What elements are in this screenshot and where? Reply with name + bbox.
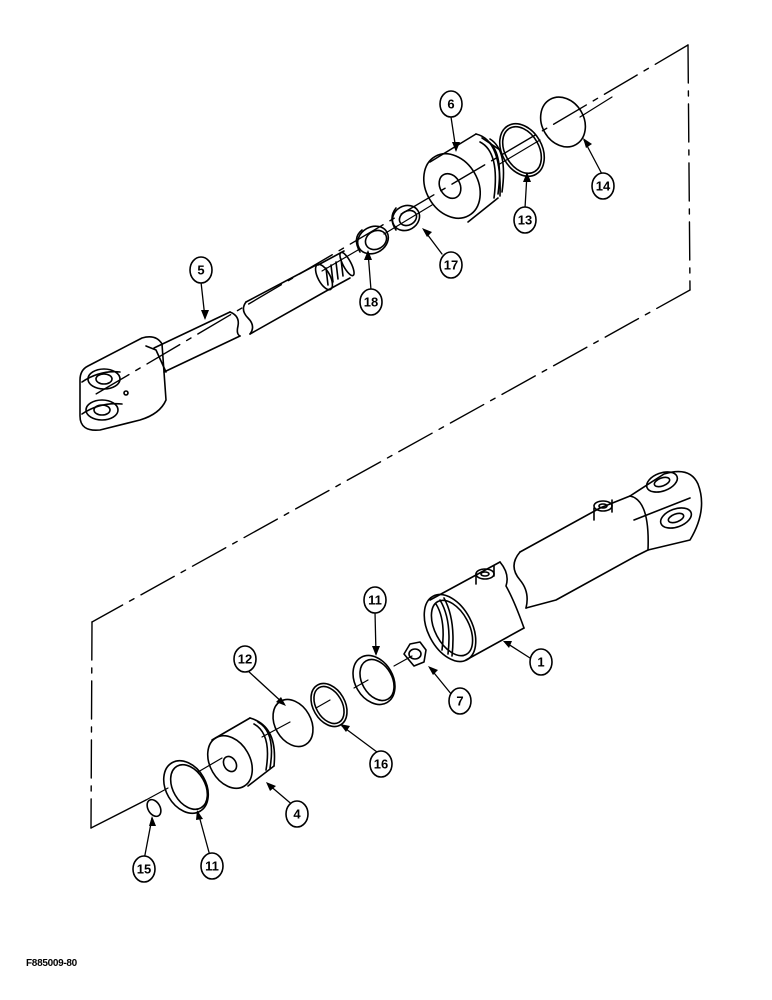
- svg-text:5: 5: [197, 263, 204, 278]
- frame-bottom-edge: [90, 799, 147, 829]
- callout-1: 1: [529, 648, 553, 676]
- callout-7: 7: [448, 687, 472, 715]
- svg-text:4: 4: [293, 807, 301, 822]
- callout-14: 14: [591, 172, 615, 200]
- svg-text:17: 17: [444, 258, 458, 273]
- svg-text:15: 15: [137, 862, 151, 877]
- svg-text:18: 18: [364, 295, 378, 310]
- callout-16: 16: [369, 750, 393, 778]
- wear-ring-part-11-lower: [162, 759, 210, 815]
- rod-seal-part-17: [391, 204, 421, 232]
- wiper-seal-part-18: [355, 225, 390, 255]
- piston-part-4: [206, 717, 276, 790]
- callout-11-lower: 11: [200, 852, 224, 880]
- callout-4: 4: [285, 800, 309, 828]
- callout-11-upper: 11: [363, 586, 387, 614]
- piston-rod-part-5: [79, 250, 355, 432]
- svg-text:11: 11: [205, 859, 219, 874]
- svg-text:11: 11: [368, 593, 382, 608]
- svg-text:14: 14: [596, 179, 611, 194]
- callout-6: 6: [439, 90, 463, 118]
- callout-18: 18: [359, 288, 383, 316]
- o-ring-part-16: [310, 682, 348, 728]
- svg-text:12: 12: [238, 652, 252, 667]
- callout-17: 17: [439, 251, 463, 279]
- seal-part-15: [146, 798, 162, 818]
- wear-ring-part-11-upper: [352, 654, 396, 706]
- backup-ring-part-14: [539, 96, 587, 148]
- callout-12: 12: [233, 645, 257, 673]
- callout-15: 15: [132, 855, 156, 883]
- figure-identifier: F885009-80: [26, 958, 77, 969]
- svg-text:1: 1: [537, 655, 544, 670]
- svg-text:16: 16: [374, 757, 388, 772]
- callout-13: 13: [513, 206, 537, 234]
- gland-part-6: [422, 133, 505, 223]
- svg-text:6: 6: [447, 97, 454, 112]
- callout-5: 5: [189, 256, 213, 284]
- svg-text:7: 7: [456, 694, 463, 709]
- frame-dashed-outline: [90, 44, 691, 829]
- o-ring-part-13: [498, 122, 546, 178]
- nut-part-7: [403, 641, 427, 667]
- cylinder-barrel-part-1: [423, 470, 703, 663]
- leader-arrowheads: [149, 138, 592, 826]
- svg-text:13: 13: [518, 213, 532, 228]
- lower-centerline: [145, 655, 413, 801]
